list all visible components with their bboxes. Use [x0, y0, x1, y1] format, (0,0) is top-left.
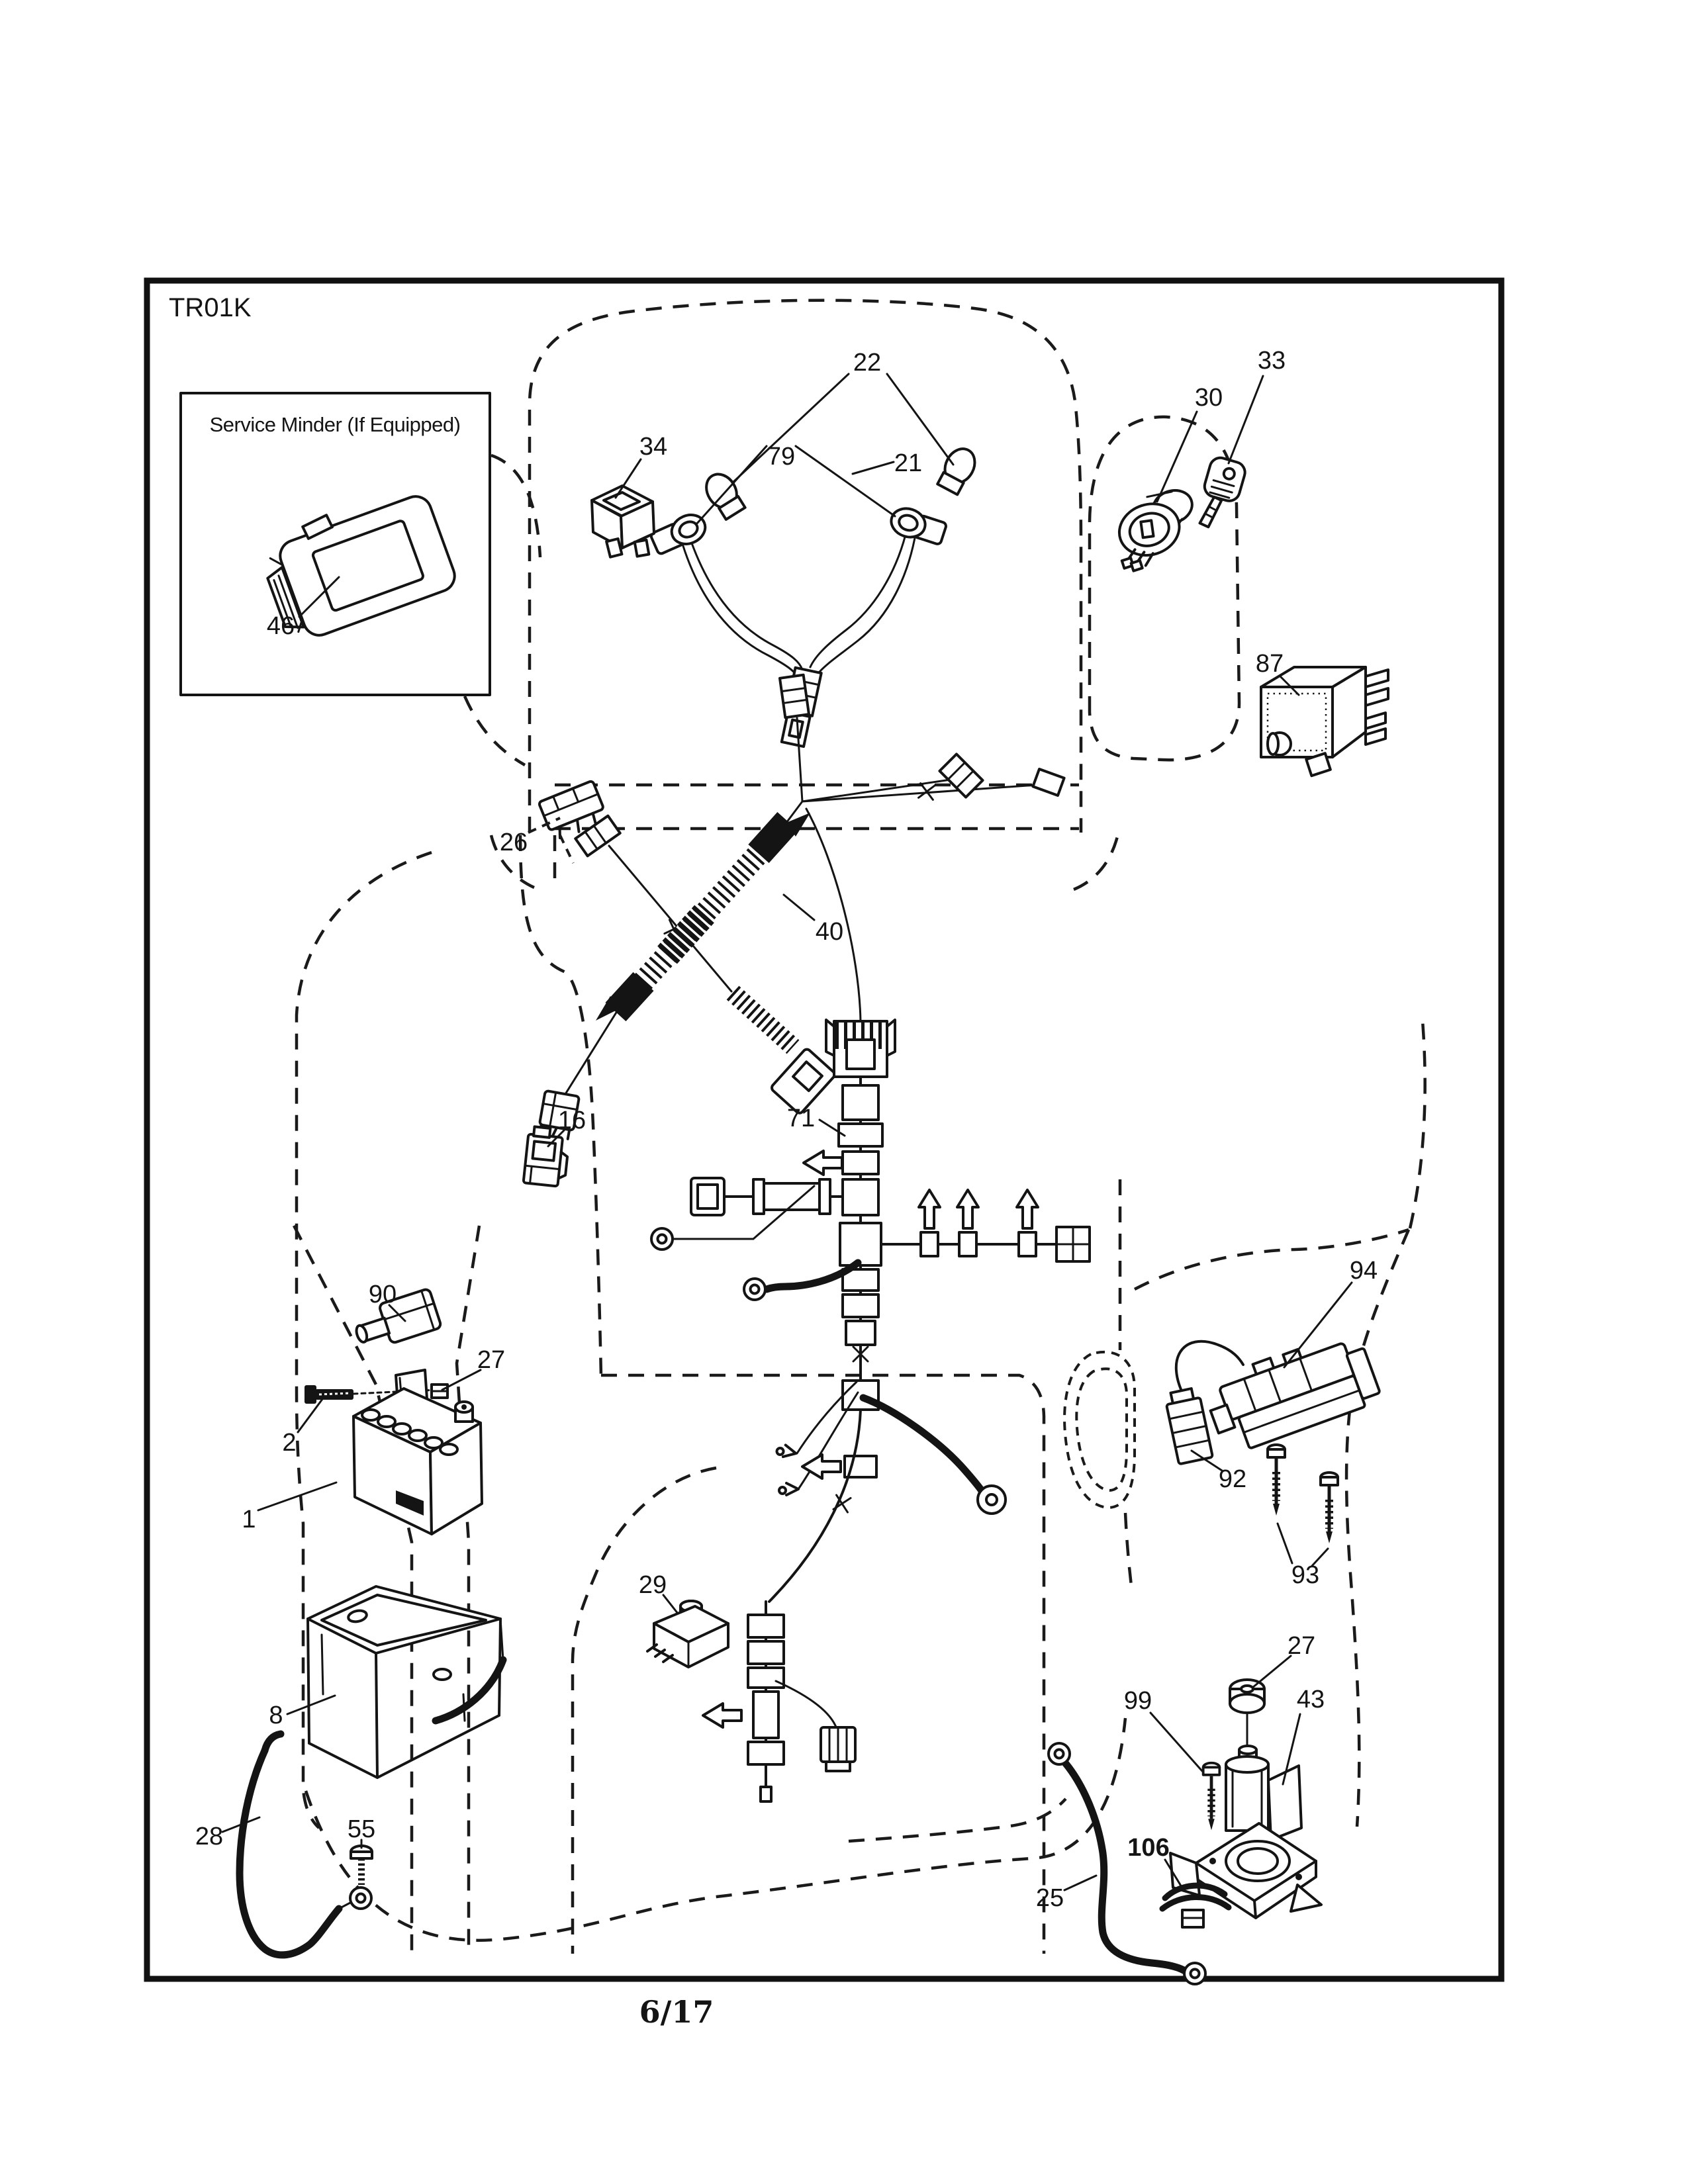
callout-28: 28 [195, 1823, 223, 1850]
headlight-bulb-left [705, 473, 747, 521]
callout-55: 55 [348, 1815, 375, 1843]
bulb-socket-right [890, 507, 947, 545]
mounting-screws-93 [1268, 1445, 1338, 1543]
solenoid-43 [1169, 1745, 1323, 1919]
callout-46: 46 [267, 612, 295, 640]
callout-71: 71 [787, 1105, 815, 1132]
callout-33: 33 [1258, 347, 1286, 375]
callout-99: 99 [1124, 1687, 1152, 1715]
flag-connector-a [574, 814, 622, 858]
callout-leaders [221, 373, 1353, 1891]
callout-90: 90 [369, 1281, 397, 1308]
control-module-94 [1209, 1342, 1381, 1449]
callout-27b: 27 [1288, 1632, 1315, 1660]
ground-clip-106 [1159, 1882, 1232, 1929]
callout-92: 92 [1219, 1465, 1246, 1493]
callout-106: 106 [1127, 1834, 1169, 1862]
fuse-branch-connector [690, 1177, 726, 1216]
callout-94: 94 [1350, 1257, 1378, 1285]
callout-40: 40 [816, 918, 843, 946]
small-ring-terminal [650, 1227, 674, 1251]
relay-module [1260, 666, 1389, 778]
bulb-socket-left [649, 514, 707, 555]
harness-branch-braid [726, 985, 836, 1115]
page-number: 6/17 [639, 1994, 714, 2030]
battery-nut-27 [430, 1383, 449, 1399]
callout-43: 43 [1297, 1686, 1325, 1713]
diagram-code: TR01K [169, 293, 252, 322]
nut-27b [1229, 1678, 1266, 1714]
relay-90 [355, 1288, 442, 1344]
headlight-harness [649, 447, 976, 749]
battery-cell-caps [361, 1408, 459, 1456]
headlight-bulb-right [936, 447, 976, 496]
main-wire-harness [596, 811, 810, 1022]
ground-cable-25 [1047, 1742, 1207, 1985]
rocker-switch [590, 484, 655, 559]
inset-leader-dash [491, 453, 542, 558]
fuse-connector [538, 780, 604, 840]
callout-27a: 27 [477, 1346, 505, 1374]
ignition-key [1198, 456, 1246, 529]
starter-solenoid-group [1159, 1678, 1323, 1929]
center-harness [650, 1019, 1091, 1803]
callout-26: 26 [500, 829, 528, 856]
inset-leader-dash2 [463, 696, 526, 766]
tractor-outlines [293, 298, 1427, 1954]
solenoid-screw-99 [1203, 1763, 1220, 1831]
callout-25: 25 [1036, 1884, 1064, 1912]
plunger-switch-29 [646, 1600, 729, 1668]
page-frame [144, 277, 1505, 1982]
ground-cable-28 [236, 1730, 373, 1959]
service-minder-inset: Service Minder (If Equipped) [179, 392, 542, 766]
callout-29: 29 [639, 1571, 667, 1599]
flag-connector-b [778, 673, 811, 719]
battery-tray-8 [306, 1585, 507, 1779]
battery-terminal [454, 1400, 474, 1423]
module-connector-92 [1165, 1340, 1244, 1465]
edge-connector [1031, 768, 1066, 797]
callout-87: 87 [1256, 650, 1284, 678]
callout-30: 30 [1195, 384, 1223, 412]
service-minder-module [266, 495, 456, 637]
battery [305, 1369, 483, 1535]
lower-branch-connector [820, 1726, 857, 1772]
callout-1: 1 [242, 1506, 256, 1533]
callout-34: 34 [639, 433, 667, 461]
inset-title: Service Minder (If Equipped) [210, 413, 461, 436]
diamond-connector [938, 752, 984, 799]
callout-22: 22 [853, 349, 881, 377]
seat-bracket-outline [1063, 1350, 1136, 1510]
branch-end-connector [1055, 1226, 1091, 1263]
callout-93: 93 [1291, 1561, 1319, 1589]
battery-bolt-2 [305, 1385, 353, 1404]
harness-top-connector [825, 1019, 896, 1078]
screw-55 [350, 1844, 373, 1885]
ignition-switch [1117, 489, 1194, 572]
callout-2: 2 [282, 1429, 296, 1457]
callout-16: 16 [558, 1107, 586, 1134]
fuse-leader-dash [528, 817, 575, 864]
wiring-tree [528, 673, 1066, 1140]
callout-79: 79 [767, 443, 795, 471]
callout-21: 21 [894, 449, 922, 477]
callout-8: 8 [269, 1702, 283, 1729]
interlock-switch-16 [522, 1125, 569, 1188]
